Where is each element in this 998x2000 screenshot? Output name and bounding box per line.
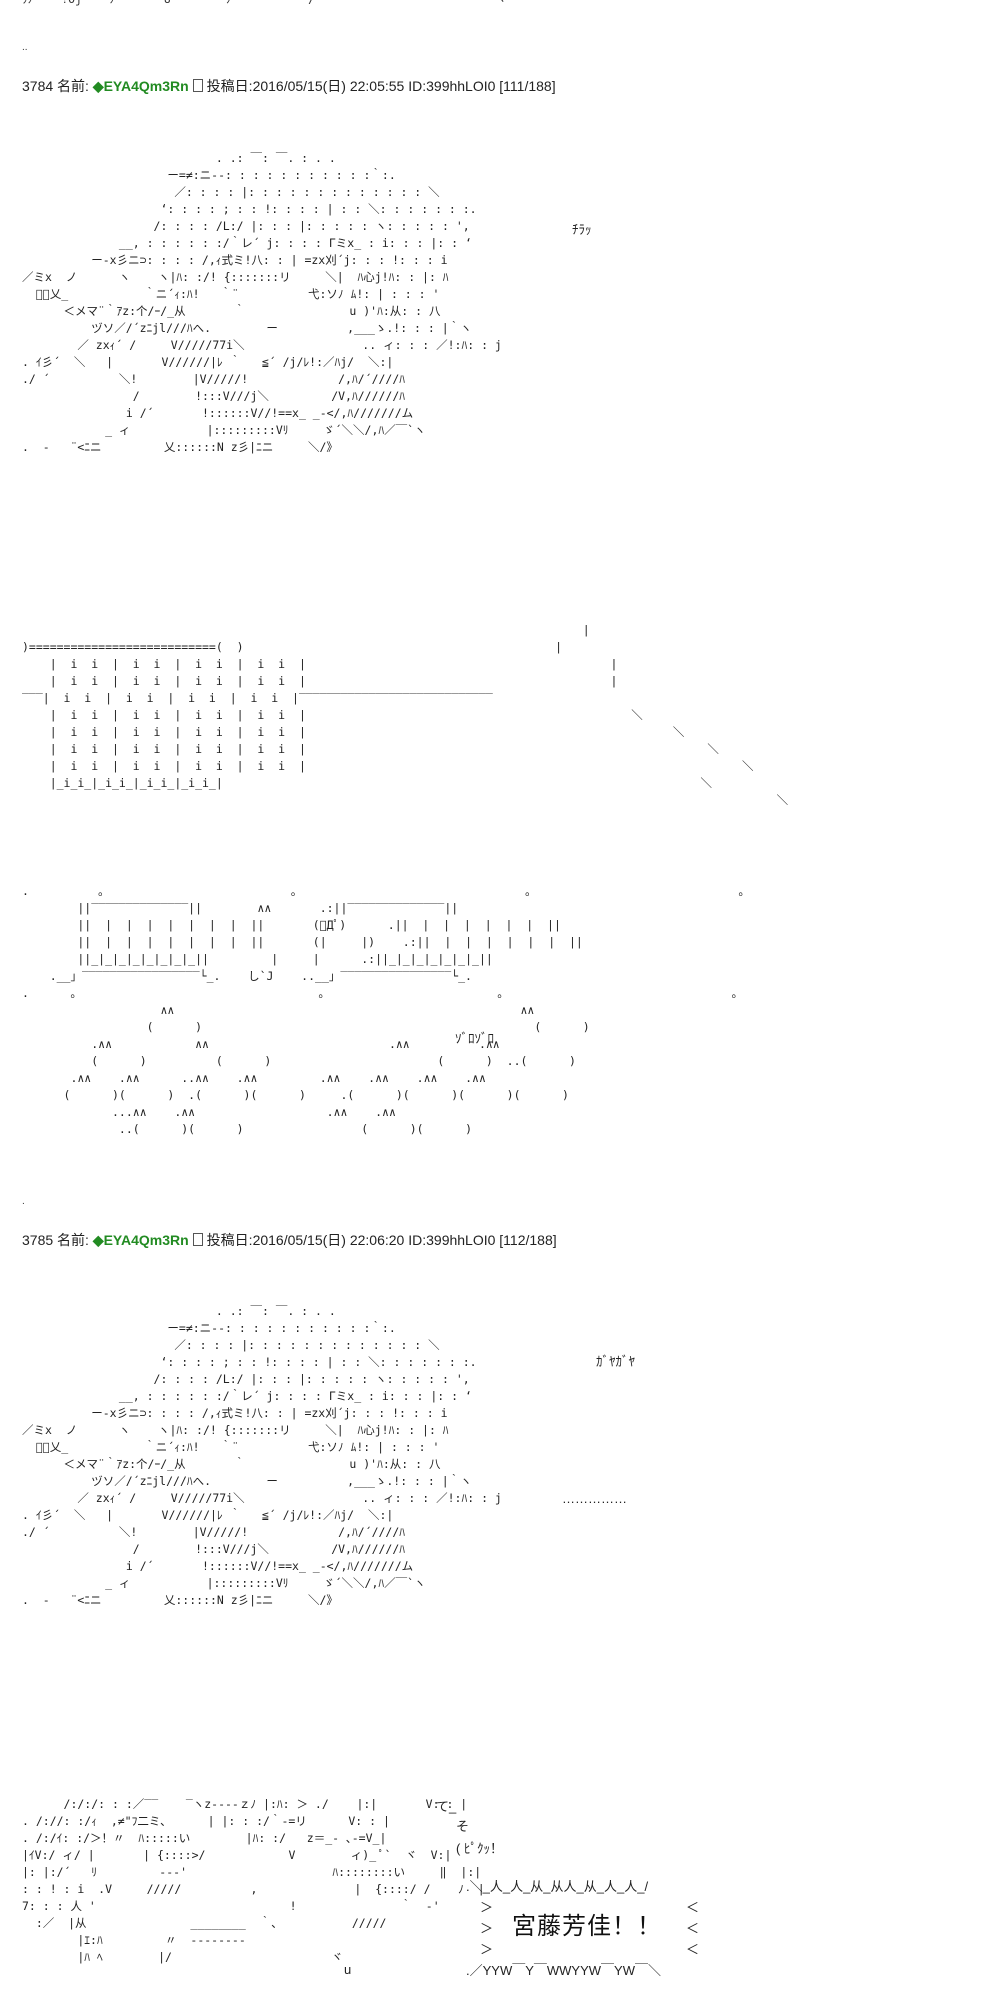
bubble-bottom-edge: .／YYW￣Y￣WWYYW￣YW￣＼ [466,1963,661,1978]
missing-glyph-icon [192,79,203,92]
post-count: [112/188] [499,1232,557,1248]
sfx-chira: ﾁﾗｯ [572,222,592,237]
post-number: 3784 [22,78,54,94]
bubble-right-edge: ＜ [686,1921,700,1936]
post-id: ID:399hhLOI0 [408,1232,496,1248]
ascii-art-curtain: | )===========================( ) | | i … [22,623,789,807]
missing-glyph-icon [192,1233,203,1246]
post-id: ID:399hhLOI0 [408,78,496,94]
ascii-art-bottom: /:/:/: : :／‾‾ ‾ヽz‐‐‐‐ｚﾉ |:ﾊ: ＞ ./ |:| V:… [22,1797,485,1964]
shout-text: 宮藤芳佳！！ [512,1912,662,1940]
date-label: 投稿日: [206,78,253,94]
sweat-mark: u [344,1962,352,1977]
post-header: 3785 名前: ◆EYA4Qm3Rn 投稿日:2016/05/15(日) 22:… [22,1230,557,1250]
date-label: 投稿日: [206,1232,253,1248]
post-count: [111/188] [499,78,556,94]
top-fragment-art: ﾌﾉ !Oj ﾉ U ﾉ / ヽ [22,0,507,8]
post-date: 2016/05/15(日) 22:06:20 [252,1232,405,1248]
sfx-gayagaya: ｶﾞﾔｶﾞﾔ [596,1354,635,1369]
ascii-art-crowd: . ｡ ｡ ｡ ｡ ||‾‾‾‾‾‾‾‾‾‾‾‾‾‾|| ∧∧ .:||‾‾‾‾… [22,884,745,1136]
sfx-ellipsis: …………… [562,1491,627,1506]
sfx-zorozoro: ｿﾞﾛｿﾞﾛ [455,1031,494,1046]
name-label: 名前: [57,78,89,94]
sfx-te: て_ [436,1799,457,1814]
ascii-art-girl: . .: ￣: ￣. : . . ー=≠:ニ-‐: : : : : : : : … [22,1304,502,1607]
post-date: 2016/05/15(日) 22:05:55 [252,78,405,94]
name-label: 名前: [57,1232,89,1248]
bubble-left-edge: ＞ [480,1942,494,1957]
ascii-art-girl: . .: ￣: ￣. : . . ー=≠:ニ-‐: : : : : : : : … [22,151,502,454]
trip-code: ◆EYA4Qm3Rn [92,1232,189,1248]
sfx-so: そ [456,1819,470,1834]
bubble-right-edge: ＜ [686,1900,700,1915]
bubble-right-edge: ＜ [686,1942,700,1957]
bubble-left-edge: ＞ [480,1921,494,1936]
separator-dot: .. [22,42,28,53]
sfx-piku: ( ﾋﾟｸｯ！ [456,1841,503,1856]
bubble-top-edge: .＼_人_人_从_从人_从_人_人_/ [466,1879,649,1894]
trip-code: ◆EYA4Qm3Rn [92,78,189,94]
bubble-left-edge: ＞ [480,1900,494,1915]
post-number: 3785 [22,1232,54,1248]
separator-dot: . [22,1196,25,1207]
post-header: 3784 名前: ◆EYA4Qm3Rn 投稿日:2016/05/15(日) 22:… [22,76,556,96]
